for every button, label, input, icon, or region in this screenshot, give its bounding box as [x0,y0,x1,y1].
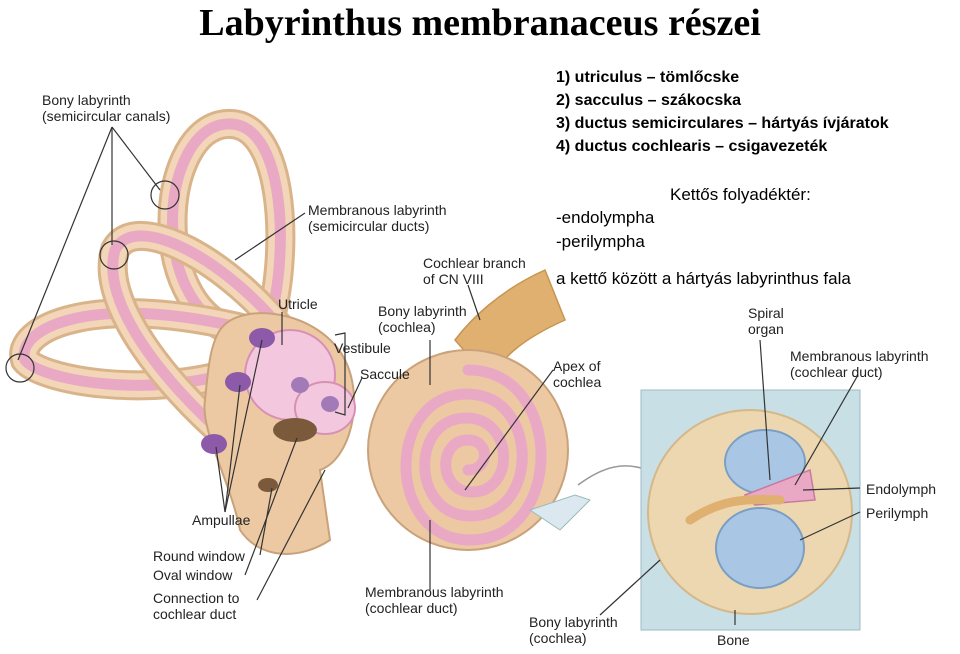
label-round-window: Round window [153,548,245,564]
label-perilymph: Perilymph [866,505,929,521]
legend-list: 1) utriculus – tömlőcske 2) sacculus – s… [556,66,889,158]
label-oval-window: Oval window [153,567,233,583]
label-utricle: Utricle [278,296,318,312]
section-link-plane [528,494,591,531]
label-vestibule: Vestibule [334,340,391,356]
legend-item-utriculus: 1) utriculus – tömlőcske [556,69,740,86]
label-spiral-organ: Spiral organ [748,305,784,337]
fluid-wall-note: a kettő között a hártyás labyrinthus fal… [556,269,851,288]
label-endolymph: Endolymph [866,481,937,497]
fluid-heading: Kettős folyadéktér: [670,185,811,204]
label-bony-cochlea: Bony labyrinth (cochlea) [378,303,467,335]
page-title: Labyrinthus membranaceus részei [199,2,761,44]
label-membranous-semicircular: Membranous labyrinth (semicircular ducts… [308,202,447,234]
label-saccule: Saccule [360,366,410,382]
label-ampullae: Ampullae [192,512,251,528]
label-cochlear-branch: Cochlear branch of CN VIII [423,255,526,287]
label-bony-semicircular: Bony labyrinth (semicircular canals) [42,92,171,124]
semicircular-canals [9,108,305,455]
label-apex: Apex of cochlea [553,358,602,390]
label-membranous-cochlear-right: Membranous labyrinth (cochlear duct) [790,348,929,380]
section-arrow [574,462,652,489]
legend-item-ductus-semicirculares: 3) ductus semicirculares – hártyás ívjár… [556,115,889,132]
ampullae [201,328,339,454]
fluid-perilympha: -perilympha [556,232,645,251]
label-bone: Bone [717,632,750,648]
label-connection-cochlear-duct: Connection to cochlear duct [153,590,240,622]
fluid-endolympha: -endolympha [556,208,655,227]
label-membranous-cochlear: Membranous labyrinth (cochlear duct) [365,584,504,616]
cross-section [647,409,853,615]
label-bony-cochlea-bottom: Bony labyrinth (cochlea) [529,614,618,646]
cochlea [367,349,569,551]
legend-item-sacculus: 2) sacculus – szákocska [556,92,742,109]
legend-item-ductus-cochlearis: 4) ductus cochlearis – csigavezeték [556,138,828,155]
